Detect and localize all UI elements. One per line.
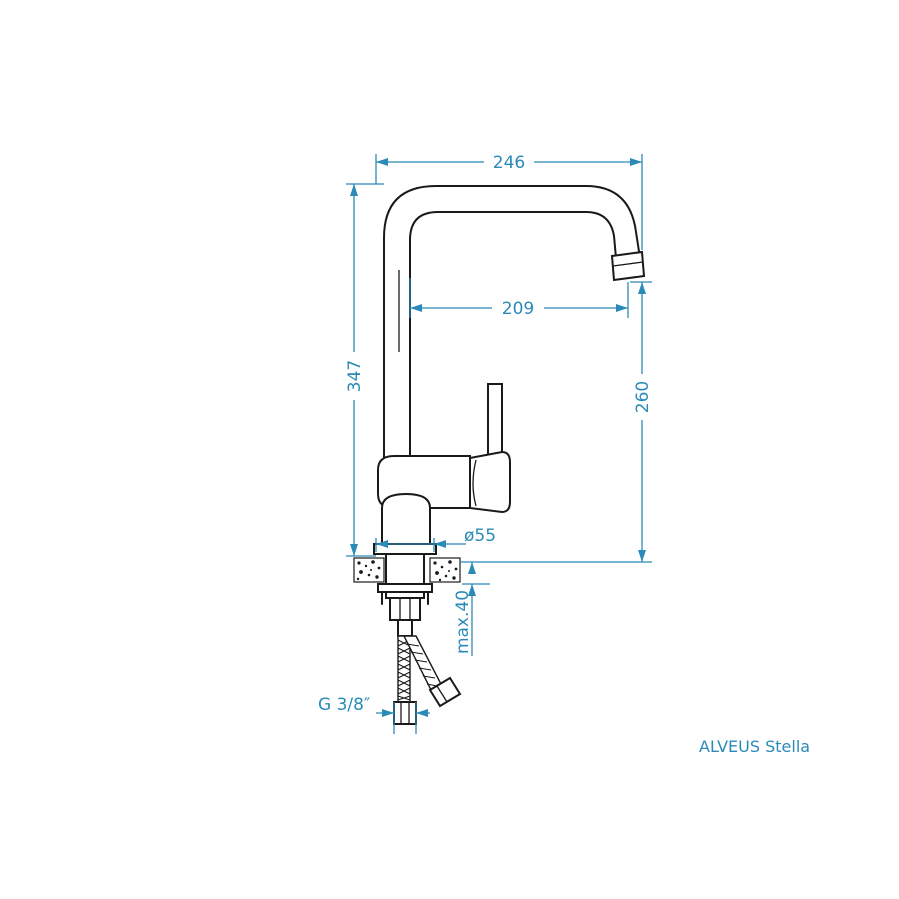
angled-hose-nut	[428, 676, 462, 708]
dim-55-arrow-left	[376, 540, 388, 548]
mounting-plate	[377, 583, 433, 593]
aerator	[610, 250, 646, 282]
spout-outer-contour	[383, 185, 641, 459]
dim-40-arrow-top	[468, 562, 476, 574]
dim-40-label: max.40	[453, 590, 473, 654]
dim-40-arrow-bottom	[468, 584, 476, 596]
straight-hose-nut	[393, 701, 417, 725]
product-name: ALVEUS Stella	[699, 737, 810, 756]
handle-lever	[487, 383, 503, 459]
aerator-ring	[612, 261, 644, 267]
dimensions: 246 209 347 260	[318, 153, 653, 734]
dim-g38-label: G 3/8″	[318, 695, 370, 715]
dim-347-label: 347	[345, 360, 365, 392]
dim-g38-arrow-right	[416, 709, 428, 717]
dim-209-label: 209	[502, 299, 534, 319]
dim-347-arrow-bottom	[350, 544, 358, 556]
dim-209-arrow-right	[616, 304, 628, 312]
dim-260-arrow-bottom	[638, 550, 646, 562]
dim-347-arrow-top	[350, 184, 358, 196]
hose-connector	[397, 619, 413, 637]
dim-246-arrow-left	[376, 158, 388, 166]
dim-g38-arrow-left	[382, 709, 394, 717]
angled-nut-facet	[436, 685, 448, 703]
dim-55-label: ø55	[464, 526, 496, 546]
dim-260-arrow-top	[638, 282, 646, 294]
flex-hose-straight	[397, 635, 411, 703]
dim-209-arrow-left	[410, 304, 422, 312]
cartridge-detail	[472, 459, 477, 507]
cartridge-cap	[469, 450, 511, 514]
faucet-column	[381, 492, 431, 545]
faucet-body	[353, 185, 646, 725]
dim-260-label: 260	[633, 381, 653, 413]
dim-55-arrow-right	[434, 540, 446, 548]
countertop	[353, 557, 461, 583]
fixing-nut	[389, 597, 421, 621]
dim-246-arrow-right	[630, 158, 642, 166]
spout-inner-contour	[409, 211, 617, 459]
dim-246-label: 246	[493, 153, 525, 173]
